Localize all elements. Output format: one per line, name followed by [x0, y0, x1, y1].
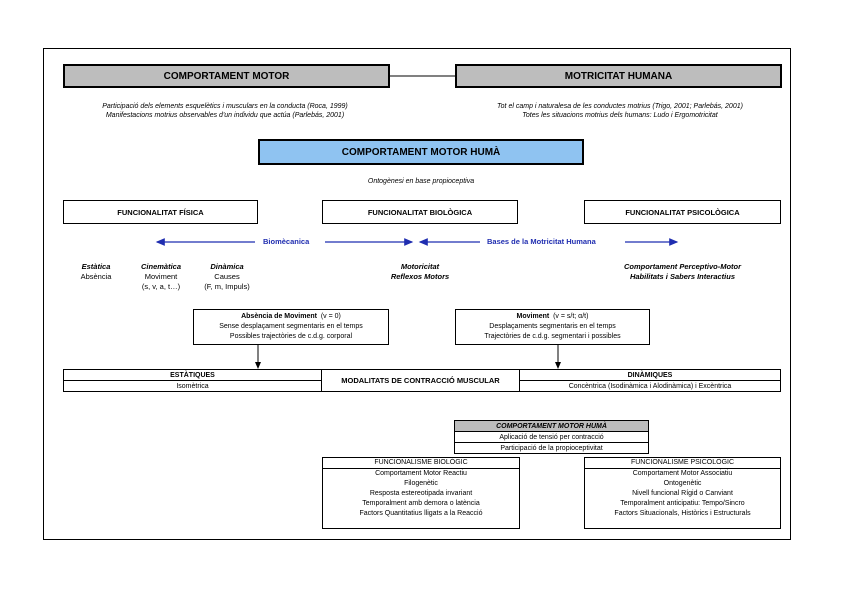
funcionalitat-fisica-box: FUNCIONALITAT FÍSICA [63, 200, 258, 224]
dinamica-line: (F, m, Impuls) [204, 282, 250, 291]
funcionalitat-biologica-box: FUNCIONALITAT BIOLÒGICA [322, 200, 518, 224]
list-item: Ontogenètic [663, 480, 702, 487]
moviment-title: Moviment [516, 313, 550, 320]
comportament-motor-definition: Participació dels elements esquelètics i… [55, 102, 395, 120]
list-item: Comportament Motor Reactiu [375, 470, 467, 477]
biological-description: Motoricitat Reflexos Motors [340, 262, 500, 282]
cinematica-line: Moviment [144, 272, 178, 281]
cinematica-column: Cinemàtica Moviment (s, v, a, t…) [128, 262, 194, 292]
diagram-frame [43, 48, 791, 540]
definition-line: Manifestacions motrius observables d'un … [105, 112, 345, 119]
definition-line: Totes les situacions motrius dels humans… [522, 112, 718, 119]
absencia-line: Sense desplaçament segmentaris en el tem… [219, 323, 363, 330]
motricitat-humana-header: MOTRICITAT HUMANA [455, 64, 782, 88]
list-item: Comportament Motor Associatiu [632, 470, 733, 477]
ontogenesi-subtitle: Ontogènesi en base propioceptiva [367, 178, 475, 185]
absencia-line: Possibles trajectòries de c.d.g. corpora… [229, 333, 353, 340]
definition-line: Participació dels elements esquelètics i… [102, 103, 348, 110]
motricitat-humana-title: MOTRICITAT HUMANA [564, 70, 673, 82]
dinamica-line: Causes [214, 272, 240, 281]
funcionalisme-psicologic-title: FUNCIONALISME PSICOLÒGIC [585, 458, 780, 469]
absencia-title: Absència de Moviment [241, 313, 317, 320]
list-item: Resposta estereotipada invariant [369, 490, 473, 497]
estatica-column: Estàtica Absència [68, 262, 124, 282]
estatica-line: Absència [80, 272, 112, 281]
comportament-motor-header: COMPORTAMENT MOTOR [63, 64, 390, 88]
center-title: COMPORTAMENT MOTOR HUMÀ [341, 146, 501, 158]
biological-line: Reflexos Motors [390, 272, 450, 281]
funcionalisme-biologic-title: FUNCIONALISME BIOLÒGIC [323, 458, 519, 469]
psychological-line: Comportament Perceptivo-Motor [623, 262, 742, 271]
absencia-formula: (v = 0) [320, 313, 341, 320]
psychological-line: Habilitats i Sabers Interactius [629, 272, 736, 281]
list-item: Factors Quantitatius lligats a la Reacci… [359, 510, 483, 517]
list-item: Temporalment amb demora o latència [362, 500, 480, 507]
list-item: Nivell funcional Rígid o Canviant [632, 490, 733, 497]
list-item: Filogenètic [404, 480, 438, 487]
estatiques-value-cell: Isomètrica [63, 380, 322, 392]
moviment-line: Desplaçaments segmentaris en el temps [489, 323, 616, 330]
dinamica-column: Dinàmica Causes (F, m, Impuls) [194, 262, 260, 292]
funcionalisme-biologic-list: FUNCIONALISME BIOLÒGIC Comportament Moto… [322, 457, 520, 529]
comportament-motor-title: COMPORTAMENT MOTOR [163, 70, 290, 82]
moviment-formula: (v = s/t; α/t) [553, 313, 589, 320]
funcionalitat-psicologica-label: FUNCIONALITAT PSICOLÒGICA [625, 207, 740, 217]
moviment-line: Trajectòries de c.d.g. segmentari i poss… [484, 333, 621, 340]
comportament-motor-huma-header: COMPORTAMENT MOTOR HUMÀ [258, 139, 584, 165]
cinematica-title: Cinemàtica [140, 262, 182, 271]
bases-motricitat-label: Bases de la Motricitat Humana [487, 237, 596, 246]
estatica-title: Estàtica [81, 262, 111, 271]
list-item: Temporalment anticipatiu: Tempo/Sincro [620, 500, 745, 507]
cinematica-line: (s, v, a, t…) [141, 282, 181, 291]
funcionalisme-psicologic-list: FUNCIONALISME PSICOLÒGIC Comportament Mo… [584, 457, 781, 529]
list-item: Factors Situacionals, Històrics i Estruc… [614, 510, 751, 517]
bottom-line-cell: Participació de la propioceptivitat [454, 442, 649, 454]
funcionalitat-psicologica-box: FUNCIONALITAT PSICOLÒGICA [584, 200, 781, 224]
funcionalitat-biologica-label: FUNCIONALITAT BIOLÒGICA [367, 207, 473, 217]
psychological-description: Comportament Perceptivo-Motor Habilitats… [590, 262, 775, 282]
funcionalitat-fisica-label: FUNCIONALITAT FÍSICA [117, 207, 204, 217]
absencia-moviment-box: Absència de Moviment (v = 0) Sense despl… [193, 309, 389, 345]
motricitat-humana-definition: Tot el camp i naturalesa de les conducte… [450, 102, 790, 120]
modalitats-contraccio-cell: MODALITATS DE CONTRACCIÓ MUSCULAR [321, 369, 520, 392]
dinamica-title: Dinàmica [210, 262, 244, 271]
biomecanica-label: Biomècanica [263, 237, 310, 246]
biological-line: Motoricitat [400, 262, 440, 271]
moviment-box: Moviment (v = s/t; α/t) Desplaçaments se… [455, 309, 650, 345]
dinamiques-value-cell: Concèntrica (Isodinàmica i Alodinàmica) … [519, 380, 781, 392]
definition-line: Tot el camp i naturalesa de les conducte… [497, 103, 743, 110]
